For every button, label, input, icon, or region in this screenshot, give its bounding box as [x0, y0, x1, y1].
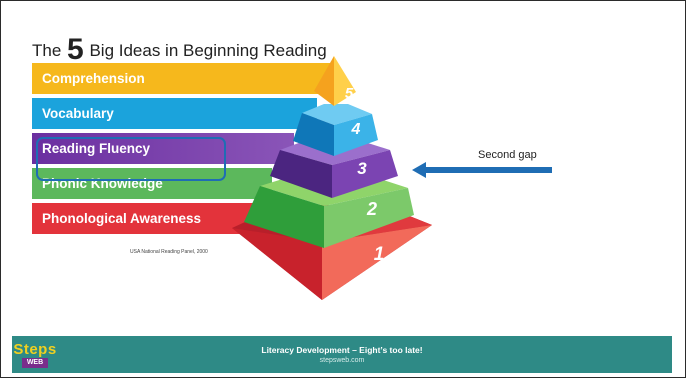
logo-top-text: Steps — [13, 340, 57, 358]
title-number: 5 — [67, 33, 84, 66]
footer-url: stepsweb.com — [319, 357, 365, 364]
band-vocabulary: Vocabulary — [32, 98, 317, 129]
title-prefix: The — [32, 41, 62, 60]
pyramid-level-4 — [293, 104, 378, 156]
pyramid-label-1: 1 — [374, 244, 385, 265]
footer-bar: Steps WEB Literacy Development – Eight’s… — [12, 336, 672, 373]
footer-title: Literacy Development – Eight’s too late! — [261, 345, 423, 355]
pyramid-label-2: 2 — [366, 199, 377, 219]
slide-canvas: The 5 Big Ideas in Beginning Reading Com… — [12, 10, 672, 336]
annotation-text: Second gap — [478, 149, 537, 161]
pyramid-level-5 — [314, 56, 356, 106]
band-phonic-knowledge: Phonic Knowledge — [32, 168, 272, 199]
title-suffix: Big Ideas in Beginning Reading — [89, 41, 327, 60]
logo-bottom-text: WEB — [21, 357, 49, 368]
band-label: Phonological Awareness — [42, 211, 202, 226]
pyramid-label-4: 4 — [351, 121, 361, 138]
source-citation: USA National Reading Panel, 2000 — [130, 249, 208, 255]
left-arrow-icon — [412, 162, 552, 178]
reading-fluency-highlight-box — [36, 137, 226, 181]
band-label: Vocabulary — [42, 106, 114, 121]
band-phonological-awareness: Phonological Awareness — [32, 203, 257, 234]
band-comprehension: Comprehension — [32, 63, 332, 94]
band-label: Comprehension — [42, 71, 145, 86]
pyramid-label-5: 5 — [345, 85, 354, 102]
band-label: Reading Fluency — [42, 141, 151, 156]
pyramid-label-3: 3 — [357, 159, 367, 178]
stepsweb-logo: Steps WEB — [13, 338, 57, 371]
pyramid-graphic: 5 4 3 2 1 — [232, 56, 432, 300]
slide-title: The 5 Big Ideas in Beginning Reading — [32, 35, 327, 65]
